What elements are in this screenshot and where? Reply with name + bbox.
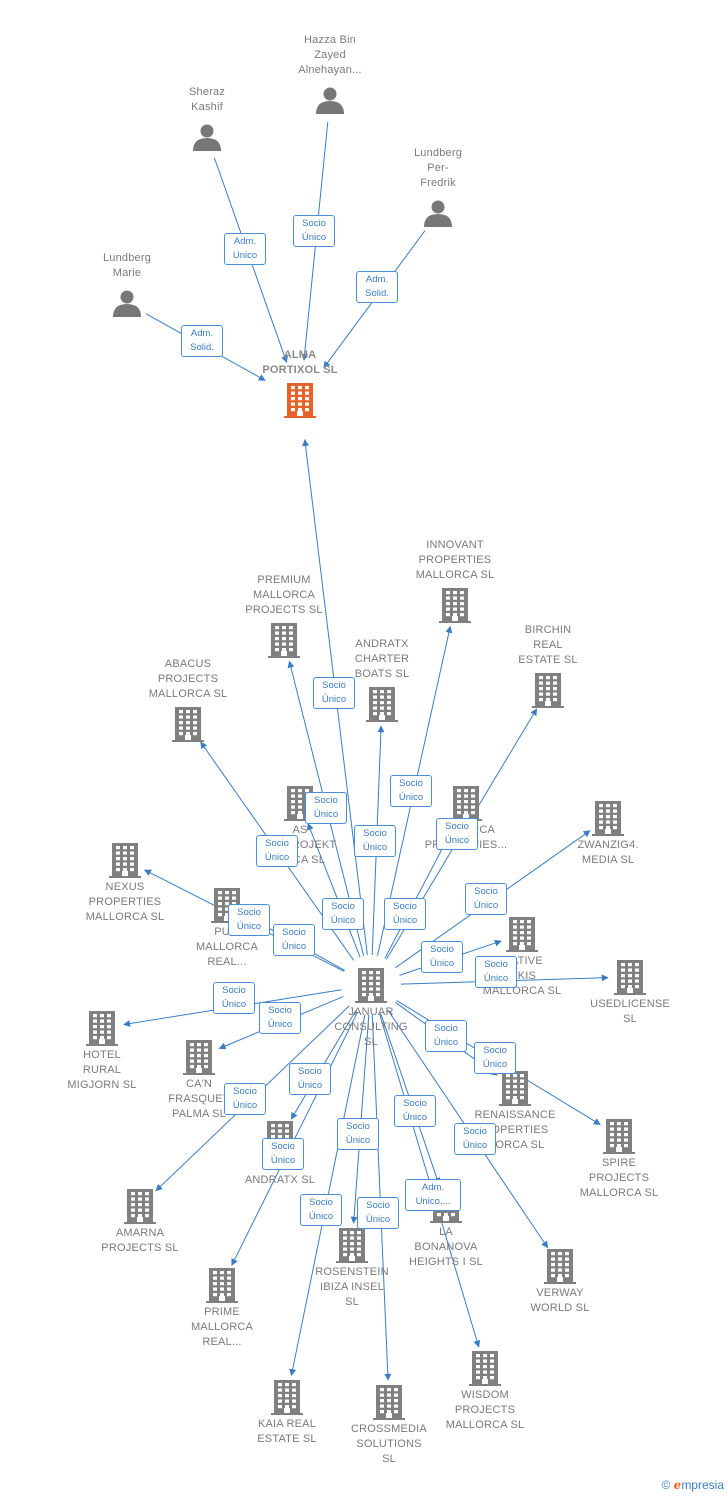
building-icon-andratx[interactable] [366, 687, 398, 722]
node-label-renaissance[interactable]: RENAISSANCE...OPERTIES...ORCA SL [474, 1109, 556, 1151]
building-icon-wisdom[interactable] [469, 1351, 501, 1386]
copyright-icon: © [661, 1478, 671, 1492]
building-icon-crossmedia[interactable] [373, 1385, 405, 1420]
footer-brand[interactable]: © empresia [661, 1478, 724, 1492]
edge-januar-asprojekt [307, 822, 361, 958]
building-icon-rosenstein[interactable] [336, 1228, 368, 1263]
building-icon-creative[interactable] [506, 917, 538, 952]
building-icon-nexus[interactable] [109, 843, 141, 878]
person-icon-lundberg_m[interactable] [113, 290, 141, 318]
building-icon-canfrasquet[interactable] [183, 1040, 215, 1075]
brand-logo-initial: e [673, 1478, 682, 1492]
building-icon-alma[interactable] [284, 383, 316, 418]
person-icon-lundberg_pf[interactable] [424, 200, 452, 228]
building-icon-zwanzig[interactable] [592, 801, 624, 836]
building-icon-usedlicense[interactable] [614, 960, 646, 995]
relation-badge-lundberg_pf-alma[interactable]: Adm.Solid. [356, 271, 398, 303]
building-icon-spire[interactable] [603, 1119, 635, 1154]
building-icon-kaia[interactable] [271, 1380, 303, 1415]
brand-name: mpresia [681, 1478, 724, 1492]
relation-badge-januar-wisdom[interactable]: Adm.Unico,... [405, 1179, 461, 1211]
building-icon-premium[interactable] [268, 623, 300, 658]
building-icon-abacus[interactable] [172, 707, 204, 742]
building-icon-innovant[interactable] [439, 588, 471, 623]
building-icon-birchin[interactable] [532, 673, 564, 708]
building-icon-verway[interactable] [544, 1249, 576, 1284]
building-icon-renaissance[interactable] [499, 1071, 531, 1106]
node-label-zwanzig[interactable]: ZWANZIG4.MEDIA SL [577, 839, 639, 866]
building-icon-prime[interactable] [206, 1268, 238, 1303]
building-icon-januar[interactable] [355, 968, 387, 1003]
building-icon-hotel[interactable] [86, 1011, 118, 1046]
relation-badge-lundberg_m-alma[interactable]: Adm.Solid. [181, 325, 223, 357]
person-icon-hazza[interactable] [316, 87, 344, 115]
relation-badge-sheraz-alma[interactable]: Adm.Unico [224, 233, 266, 265]
person-icon-sheraz[interactable] [193, 124, 221, 152]
building-icon-amarna[interactable] [124, 1189, 156, 1224]
